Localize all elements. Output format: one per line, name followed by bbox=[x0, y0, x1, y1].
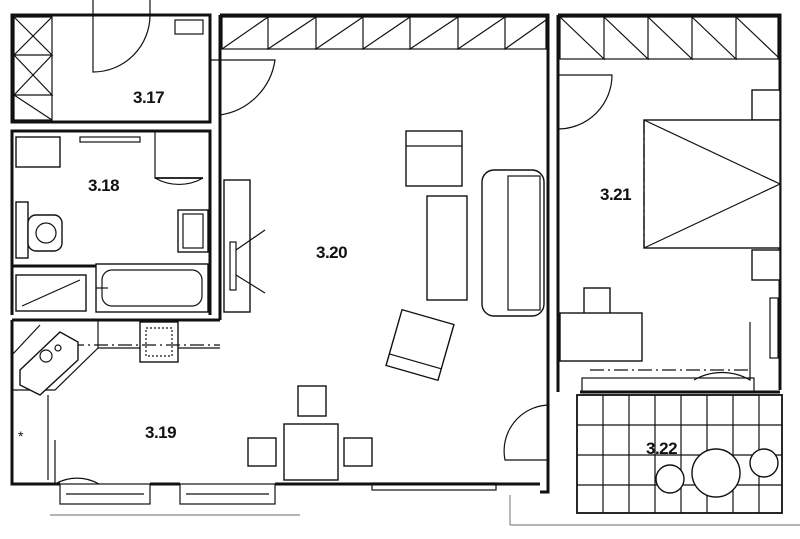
room-label-3-18: 3.18 bbox=[88, 176, 119, 195]
room-label-3-20: 3.20 bbox=[316, 243, 347, 262]
room-3-17 bbox=[92, 0, 276, 116]
room-3-20 bbox=[223, 130, 549, 491]
room-3-22 bbox=[509, 395, 800, 526]
room-label-3-21: 3.21 bbox=[600, 185, 631, 204]
room-3-18 bbox=[15, 131, 209, 313]
room-3-19: * bbox=[11, 320, 300, 516]
room-labels: 3.17 3.18 3.19 3.20 3.21 3.22 bbox=[88, 88, 678, 458]
hatched-wall-top-3-21 bbox=[559, 15, 779, 61]
hatched-wall-left-3-17 bbox=[11, 16, 54, 121]
room-label-3-22: 3.22 bbox=[646, 439, 677, 458]
hatched-wall-top-3-20 bbox=[221, 15, 547, 51]
room-label-3-17: 3.17 bbox=[133, 88, 164, 107]
star-symbol: * bbox=[18, 428, 24, 444]
room-3-21 bbox=[547, 74, 782, 393]
room-label-3-19: 3.19 bbox=[145, 423, 176, 442]
